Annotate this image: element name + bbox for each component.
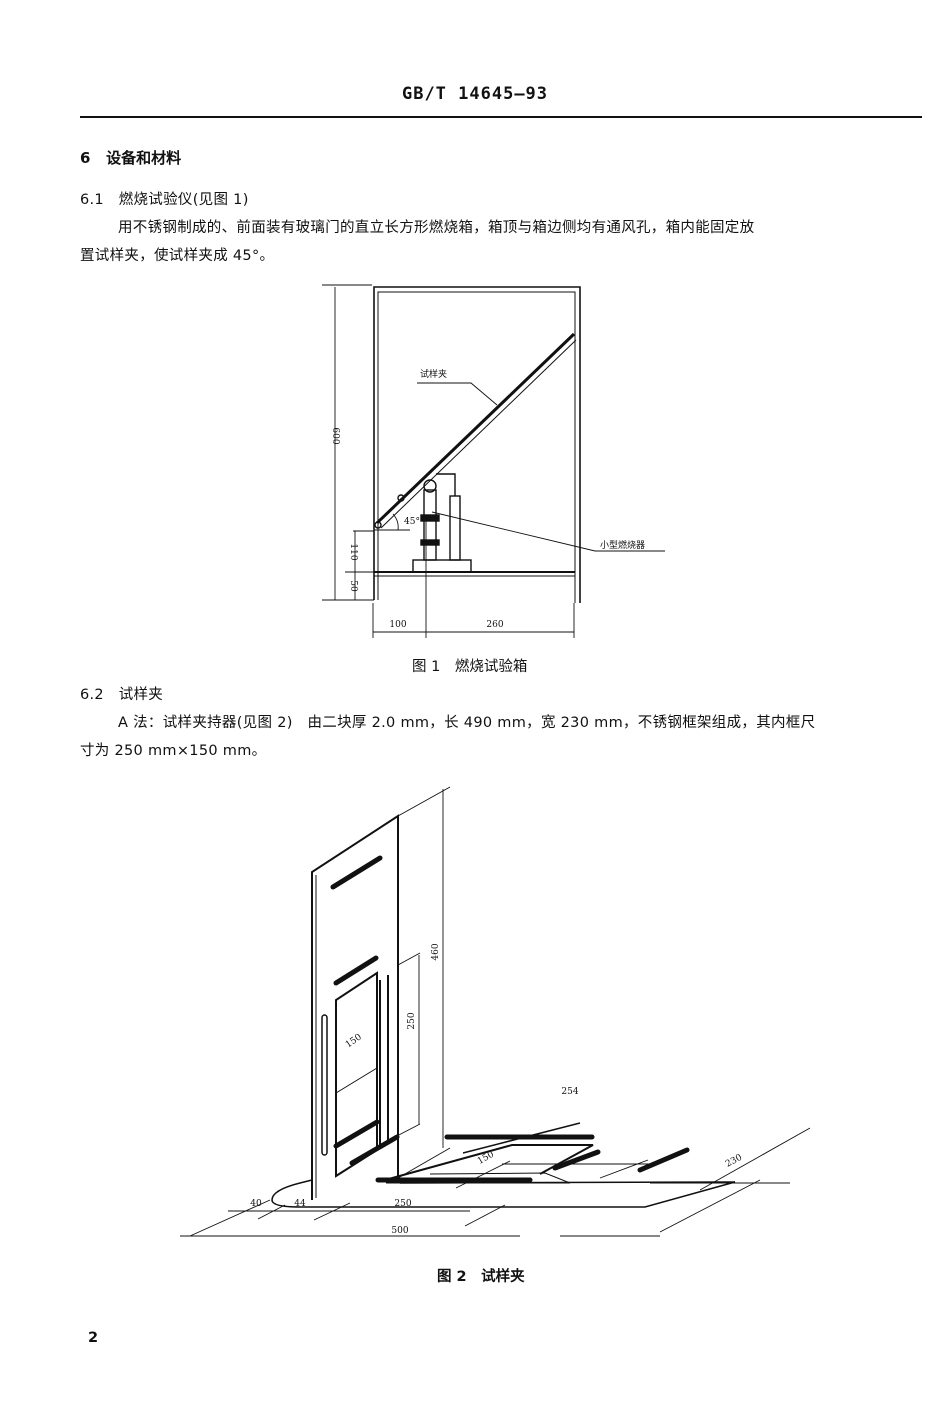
standard-number-header: GB/T 14645—93 [401, 84, 549, 104]
dimension-lines [322, 284, 665, 638]
figure-1-caption: 图 1 燃烧试验箱 [412, 659, 528, 675]
paragraph-line: A 法：试样夹持器(见图 2) 由二块厚 2.0 mm，长 490 mm，宽 2… [118, 715, 816, 731]
dim-250-vertical: 250 [407, 1012, 417, 1029]
section-number: 6.1 [80, 192, 104, 208]
dim-460: 460 [431, 943, 441, 960]
paragraph-line: 置试样夹，使试样夹成 45°。 [80, 248, 275, 264]
fig2-dimension-lines [180, 786, 811, 1237]
section-title: 设备和材料 [106, 149, 182, 167]
dim-40: 40 [250, 1199, 262, 1209]
dim-44: 44 [294, 1199, 306, 1209]
dim-230: 230 [724, 1153, 744, 1170]
section-number: 6 [80, 149, 91, 167]
section-6-1-heading: 6.1 燃烧试验仪(见图 1) [80, 188, 249, 209]
section-title: 燃烧试验仪(见图 1) [118, 192, 249, 208]
angle-label: 45° [404, 517, 420, 527]
dim-110: 110 [348, 543, 358, 560]
section-number: 6.2 [80, 687, 104, 703]
page-number: 2 [88, 1330, 99, 1346]
figure-2-caption: 图 2 试样夹 [437, 1269, 525, 1285]
specimen-holder-drawing [374, 332, 577, 529]
burn-box [373, 286, 581, 603]
section-6-heading: 6 设备和材料 [80, 147, 181, 168]
header-rule [80, 116, 922, 118]
dim-250-horizontal: 250 [394, 1199, 411, 1209]
dim-500: 500 [391, 1226, 408, 1236]
paragraph-line: 用不锈钢制成的、前面装有玻璃门的直立长方形燃烧箱，箱顶与箱边侧均有通风孔，箱内能… [118, 220, 755, 236]
specimen-holder-figure [271, 814, 736, 1208]
dim-600: 600 [330, 427, 340, 444]
dim-150-horizontal: 150 [476, 1150, 496, 1167]
dim-260: 260 [486, 620, 503, 630]
label-specimen-holder: 试样夹 [420, 368, 447, 380]
dim-50: 50 [348, 580, 358, 592]
section-6-2-heading: 6.2 试样夹 [80, 683, 163, 704]
burner-drawing [412, 473, 472, 573]
paragraph-line: 寸为 250 mm×150 mm。 [80, 743, 267, 759]
dim-254: 254 [561, 1087, 578, 1097]
frame-slots [330, 855, 690, 1183]
dim-150-vertical: 150 [344, 1032, 364, 1050]
dim-100: 100 [389, 620, 406, 630]
label-small-burner: 小型燃烧器 [600, 539, 645, 551]
section-title: 试样夹 [118, 687, 164, 703]
